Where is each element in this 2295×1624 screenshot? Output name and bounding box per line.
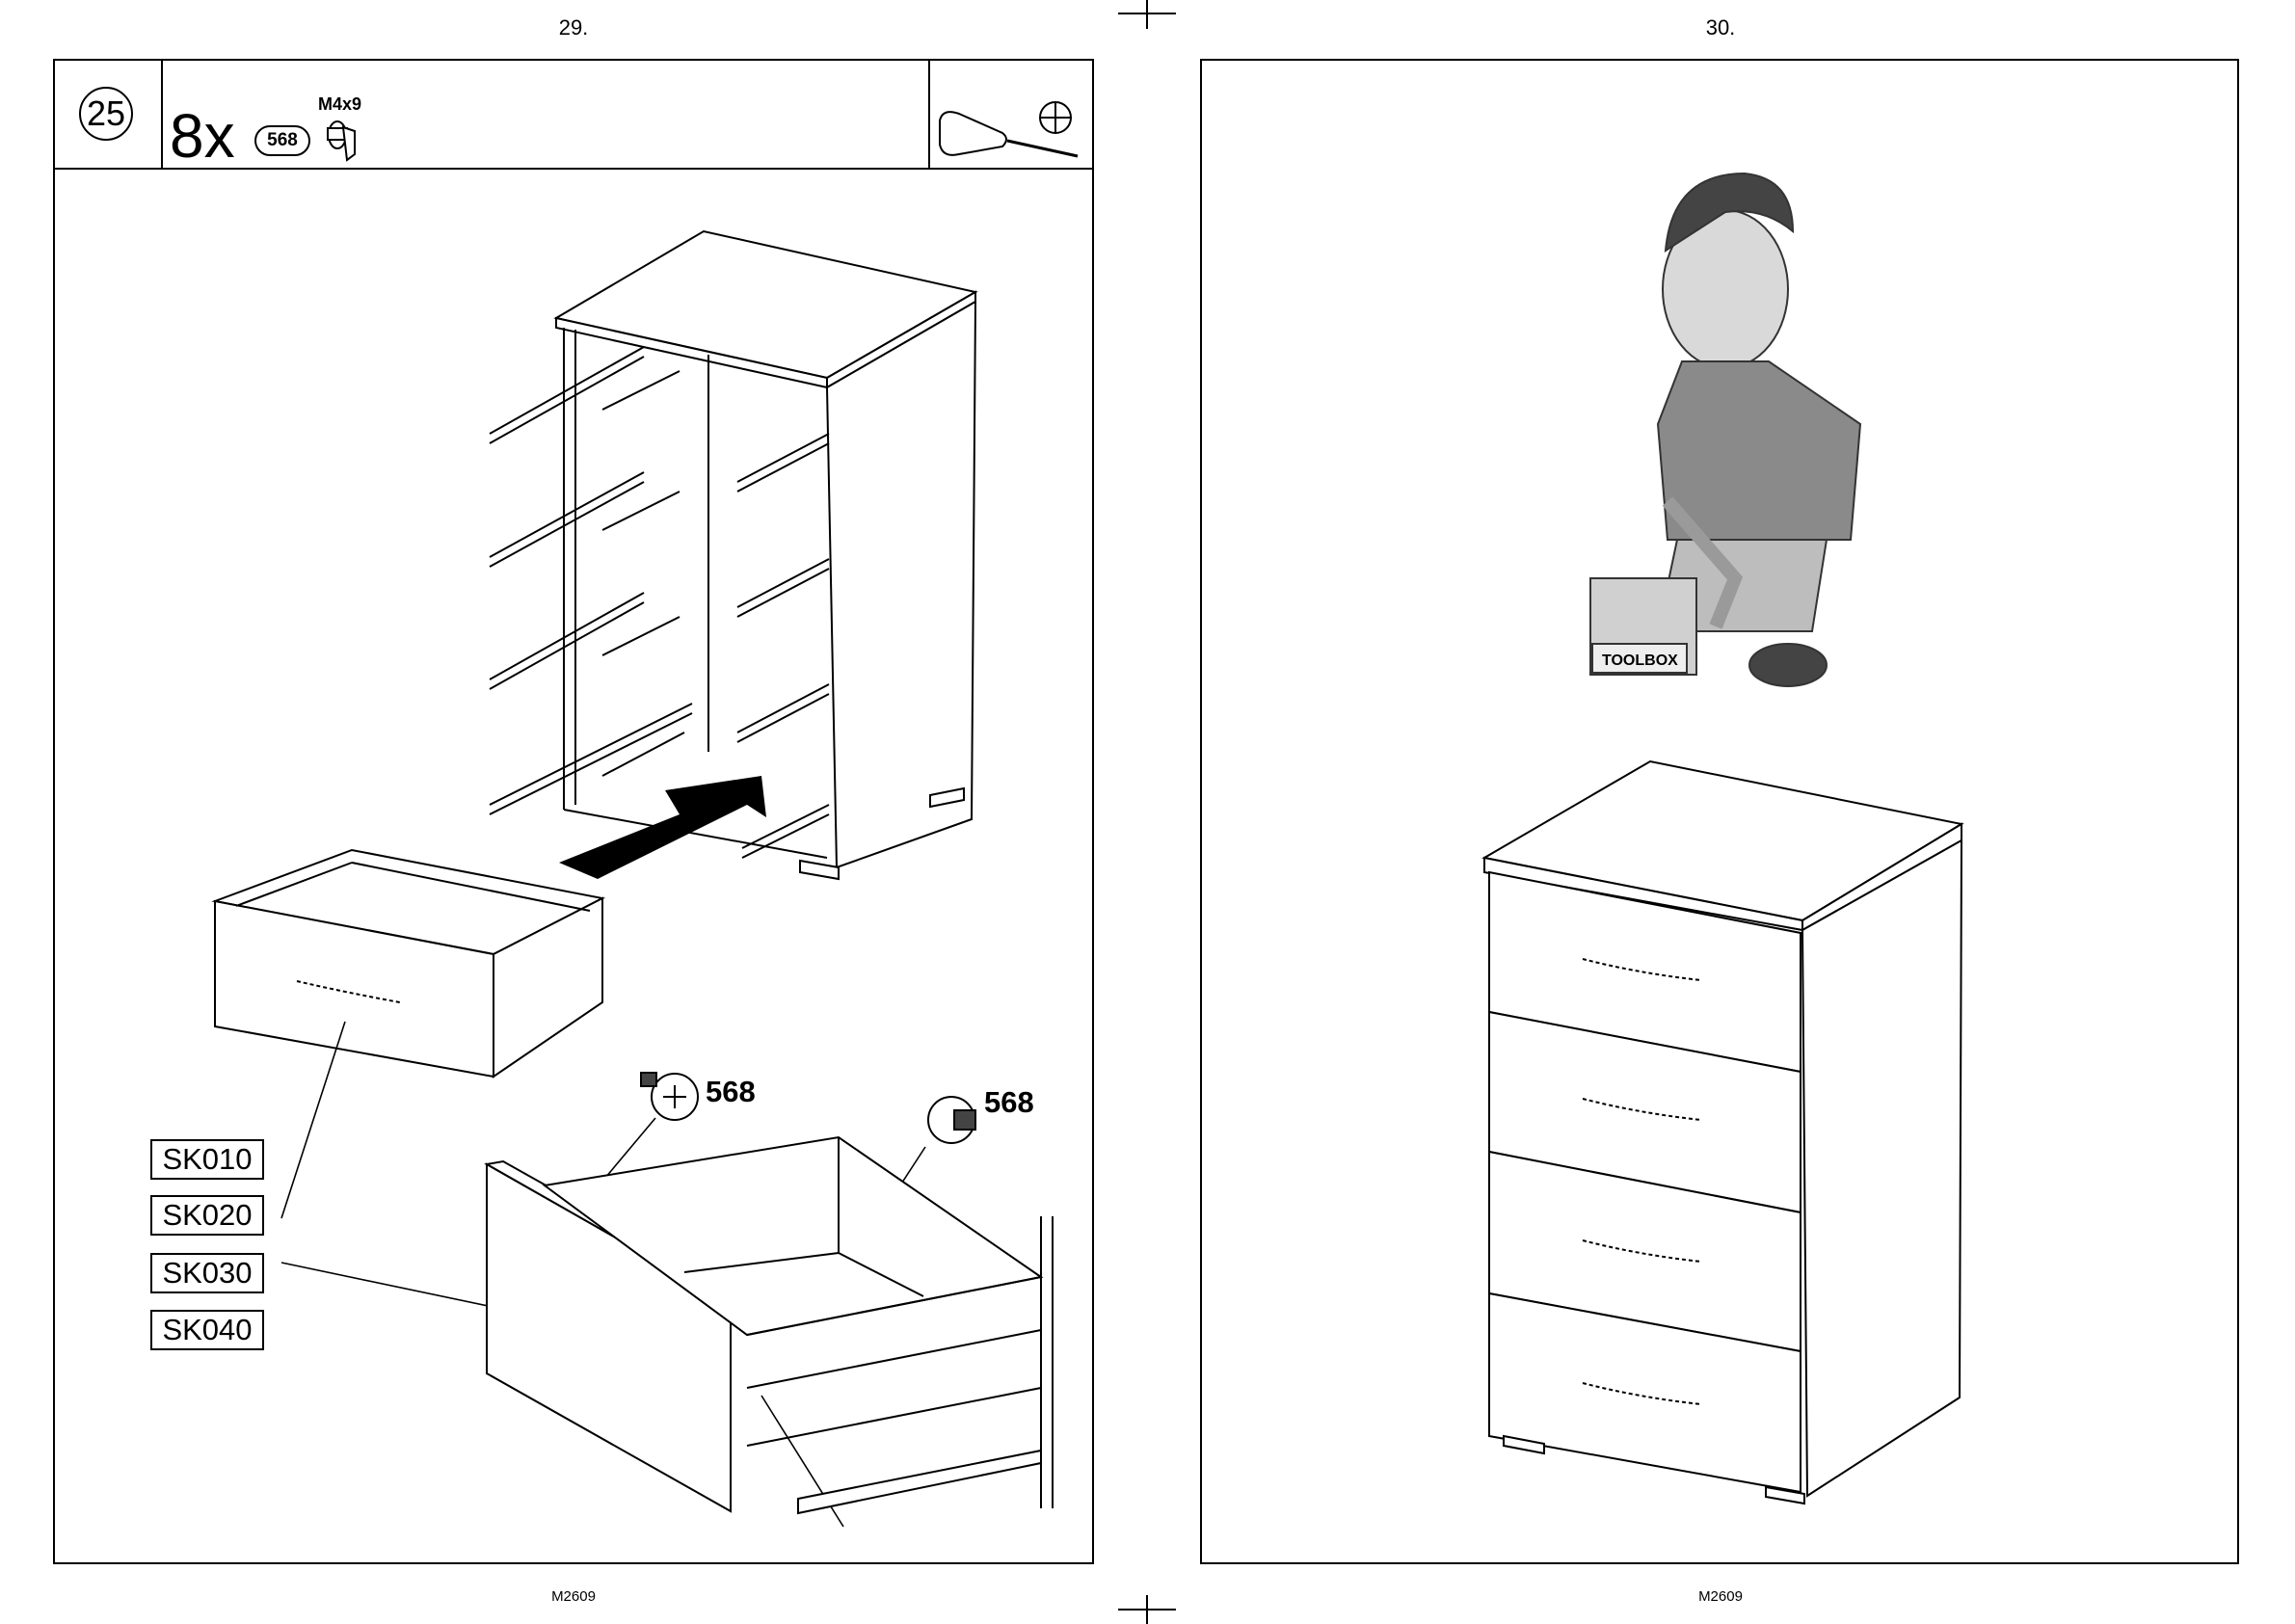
assembled-chest [1484, 761, 1961, 1504]
handyman-mascot-illustration [1590, 173, 1860, 686]
drawer-detail [487, 1137, 1053, 1513]
left-page-footer: M2609 [516, 1588, 631, 1605]
crop-marks [1118, 0, 1176, 1624]
screw-568-side-icon [928, 1097, 975, 1143]
right-page-footer: M2609 [1663, 1588, 1778, 1605]
phillips-screwdriver-icon [940, 102, 1078, 156]
toolbox-text: TOOLBOX [1602, 652, 1678, 669]
loose-drawer [215, 850, 602, 1077]
screw-icon [328, 121, 355, 160]
insert-arrow [559, 776, 766, 879]
screw-568-icon [641, 1073, 698, 1120]
